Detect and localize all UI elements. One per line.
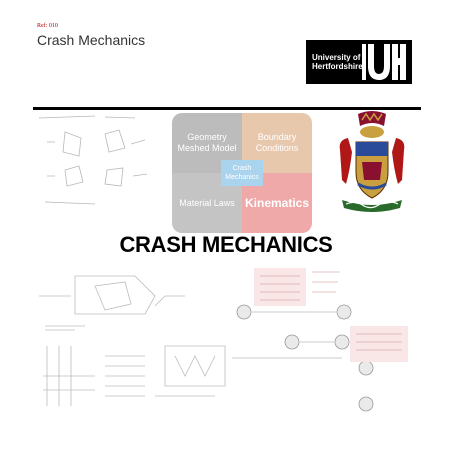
divider-rule <box>33 107 421 110</box>
page-title: Crash Mechanics <box>37 32 146 48</box>
uh-logo-mark <box>362 44 406 80</box>
logo-line-1: University of <box>312 53 361 62</box>
logo-line-2: Hertfordshire <box>312 62 363 71</box>
university-logo: University of Hertfordshire <box>306 40 412 84</box>
main-title: CRASH MECHANICS <box>119 232 333 257</box>
university-crest-icon <box>339 111 405 212</box>
material-laws-quadrant: Material Laws <box>172 173 242 233</box>
collision-spheres-diagram <box>232 268 408 412</box>
reference-code: Ref: 010 <box>37 23 58 29</box>
finite-element-sketch <box>38 115 148 205</box>
crash-analysis-diagram <box>39 275 226 406</box>
crash-mechanics-center: Crash Mechanics <box>221 160 263 186</box>
logo-text: University of Hertfordshire <box>306 53 368 71</box>
